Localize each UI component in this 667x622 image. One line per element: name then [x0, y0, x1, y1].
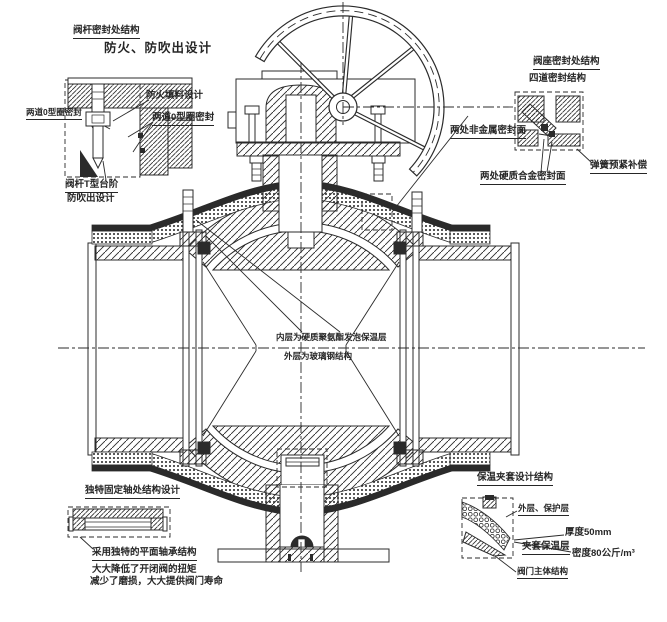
seat-seal-title: 阀座密封处结构: [533, 56, 600, 70]
seat-seal-inset: [514, 91, 584, 151]
axle-title: 独特固定轴处结构设计: [85, 485, 181, 499]
density-label: 密度80公斤/m³: [572, 548, 635, 559]
insulation-inner-label: 内层为硬质聚氨酯发泡保温层: [276, 332, 387, 342]
right-pipe-end: [418, 242, 520, 456]
stem-seal-inset: [64, 77, 193, 178]
jacket-layer-label: 夹套保温层: [522, 541, 570, 555]
torque-note-label: 大大降低了开闭阀的扭矩: [92, 564, 197, 575]
vent-pipes: [182, 189, 423, 233]
insulation-outer-label: 外层为玻璃钢结构: [284, 351, 353, 361]
valve-stem: [278, 154, 323, 233]
ball-bore-lines: [202, 261, 400, 437]
jacket-inset: [461, 495, 514, 559]
bonnet-and-gearbox: [227, 70, 416, 249]
fire-packing-label: 防火填料设计: [146, 90, 204, 101]
nonmetal-faces-label: 两处非金属密封面: [450, 125, 527, 139]
bearing-inset: [67, 506, 171, 538]
stem-seal-subtitle: 防火、防吹出设计: [104, 41, 213, 55]
t-step-label-line1: 阀杆T型台阶: [65, 179, 119, 193]
orings-left-label: 两道0型圈密封: [26, 107, 82, 120]
left-pipe-end: [87, 242, 184, 456]
centerlines: [58, 2, 645, 572]
seat-seal-subtitle: 四道密封结构: [529, 73, 587, 84]
bonnet-flange: [236, 141, 401, 157]
main-valve-body: [58, 2, 645, 573]
thickness-label: 厚度50mm: [565, 527, 612, 538]
t-step-label-line2: 防吹出设计: [67, 193, 115, 204]
orings-right-label: 两道0型圈密封: [152, 112, 215, 126]
outer-protect-label: 外层、保护层: [518, 503, 570, 516]
spring-comp-label: 弹簧预紧补偿: [590, 160, 648, 174]
bearing-note-label: 采用独特的平面轴承结构: [92, 547, 197, 561]
carbide-faces-label: 两处硬质合金密封面: [480, 171, 566, 185]
jacket-title: 保温夹套设计结构: [477, 472, 554, 486]
bottom-trunnion: [217, 448, 390, 563]
wear-note-label: 减少了磨损，大大提供阀门寿命: [90, 576, 224, 587]
stem-seal-title: 阀杆密封处结构: [73, 25, 140, 39]
valve-body-label: 阀门主体结构: [517, 566, 569, 579]
